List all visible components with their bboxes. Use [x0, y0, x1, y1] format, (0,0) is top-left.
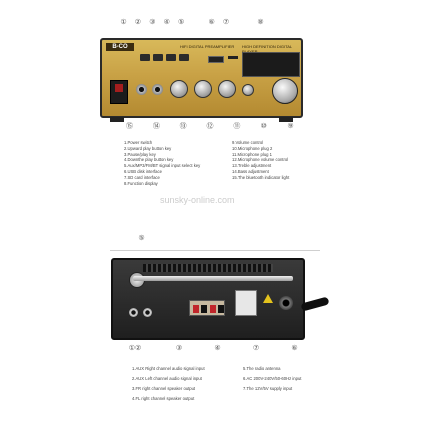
- callout-10: ⑩: [260, 123, 267, 130]
- legend-item: 9.Volume control: [232, 140, 264, 145]
- legend-item: 11.Microphone plug 1: [232, 151, 272, 157]
- callout-back-1-2: ①②: [128, 345, 142, 352]
- callout-back-6: ⑥: [291, 345, 298, 352]
- callout-4: ④: [163, 19, 170, 26]
- legend-item: 3.Pause/play key: [124, 151, 156, 157]
- legend-item: 3.FR right channel speaker output: [132, 386, 196, 391]
- fr-terminal-red: [193, 305, 199, 313]
- callout-12: ⑫: [206, 123, 214, 130]
- callout-5: ⑤: [178, 19, 185, 26]
- callout-7: ⑦: [222, 19, 230, 26]
- legend-item: 14.Bass adjustment: [232, 168, 269, 174]
- brand-logo: B-CO: [106, 43, 134, 51]
- legend-item: 5.Aux/MP3/FM/BT signal input select key: [124, 163, 201, 169]
- callout-back-7: ⑦: [252, 345, 260, 352]
- callout-3: ③: [149, 19, 156, 26]
- spec-label-plate: [235, 290, 257, 316]
- device-foot-right: [279, 117, 293, 122]
- legend-item: 1.AUX Right channel audio signal input: [132, 366, 205, 371]
- radio-antenna: [133, 276, 293, 281]
- legend-item: 10.Microphone plug 2: [232, 145, 273, 151]
- treble-knob: [194, 80, 212, 98]
- legend-item: 6.USB disk interface: [124, 168, 162, 174]
- legend-item: 5.The radio antenna: [243, 366, 281, 371]
- callout-11: ⑪: [233, 123, 241, 130]
- callout-back-5: ⑤: [138, 235, 145, 242]
- legend-item: 4.FL right channel speaker output: [132, 396, 195, 401]
- aux-left-input: [143, 308, 152, 317]
- function-display: [242, 52, 300, 77]
- fl-terminal-black: [218, 305, 224, 313]
- watermark-text: sunsky-online.com: [160, 195, 235, 205]
- legend-item: 7.SD card interface: [124, 174, 160, 180]
- legend-item: 13.Treble adjustment: [232, 163, 272, 169]
- callout-9: ⑨: [287, 123, 294, 130]
- volume-knob: [272, 78, 298, 104]
- callout-8: ⑧: [257, 19, 264, 26]
- callout-14: ⑭: [152, 123, 160, 130]
- callout-13: ⑬: [179, 123, 187, 130]
- sd-slot: [228, 56, 238, 59]
- top-callout-numbers: ① ② ③ ④ ⑤ ⑥ ⑦ ⑧: [118, 18, 266, 29]
- callout-back-4: ④: [214, 345, 221, 352]
- down-key: [166, 54, 176, 61]
- legend-item: 15.The bluetooth indicator light: [232, 174, 290, 180]
- up-key: [140, 54, 150, 61]
- usb-port: [208, 56, 224, 63]
- device-foot-left: [110, 117, 124, 122]
- model-text: HIFI DIGITAL PREAMPLIFIER: [180, 44, 235, 49]
- pause-key: [153, 54, 163, 61]
- back-callout-numbers: ①② ③ ④ ⑦ ⑥: [124, 344, 300, 355]
- warning-icon: [263, 294, 273, 303]
- bluetooth-indicator: [242, 84, 254, 96]
- legend-item: 6.AC 200V-240V/50-60Hz input: [243, 376, 302, 381]
- speaker-terminals: [189, 300, 225, 316]
- bass-knob: [218, 80, 236, 98]
- power-switch: [110, 80, 128, 104]
- fl-terminal-red: [210, 305, 216, 313]
- back-legend-left: 1.AUX Right channel audio signal input 2…: [132, 366, 205, 406]
- tagline-text: HIGH DEFINITION DIGITAL PLAYER: [242, 44, 293, 54]
- fr-terminal-black: [201, 305, 207, 313]
- front-legend-right: 9.Volume control 10.Microphone plug 2 11…: [232, 140, 289, 181]
- legend-item: 4.Downthe play button key: [124, 157, 174, 163]
- aux-right-input: [129, 308, 138, 317]
- control-keys: [140, 54, 189, 61]
- section-divider: [110, 250, 320, 251]
- callout-6: ⑥: [208, 19, 215, 26]
- legend-item: 7.The 12V/5V supply input: [243, 386, 293, 391]
- back-legend-right: 5.The radio antenna 6.AC 200V-240V/50-60…: [243, 366, 301, 396]
- front-callout-numbers: ⑮ ⑭ ⑬ ⑫ ⑪ ⑩ ⑨: [124, 122, 296, 133]
- amplifier-front-panel: B-CO HIFI DIGITAL PREAMPLIFIER HIGH DEFI…: [100, 38, 303, 122]
- legend-item: 1.Power switch: [124, 140, 153, 145]
- callout-back-3: ③: [175, 345, 183, 352]
- mic-jack-2: [152, 84, 163, 95]
- legend-item: 2.AUX Left channel audio signal input: [132, 376, 202, 381]
- mic-jack-1: [136, 84, 147, 95]
- callout-2: ②: [134, 19, 142, 26]
- legend-item: 12.Microphone volume control: [232, 157, 289, 163]
- vent-grille: [143, 264, 273, 272]
- legend-item: 8.Function display: [124, 180, 158, 186]
- callout-15: ⑮: [126, 123, 133, 130]
- legend-item: 2.Upward play button key: [124, 145, 172, 151]
- mic-volume-knob: [170, 80, 188, 98]
- dc-input-jack: [279, 296, 293, 310]
- mode-key: [179, 54, 189, 61]
- power-cable: [300, 296, 330, 312]
- amplifier-back-panel: [111, 258, 330, 340]
- callout-1: ①: [120, 19, 127, 26]
- front-legend-left: 1.Power switch 2.Upward play button key …: [124, 140, 200, 186]
